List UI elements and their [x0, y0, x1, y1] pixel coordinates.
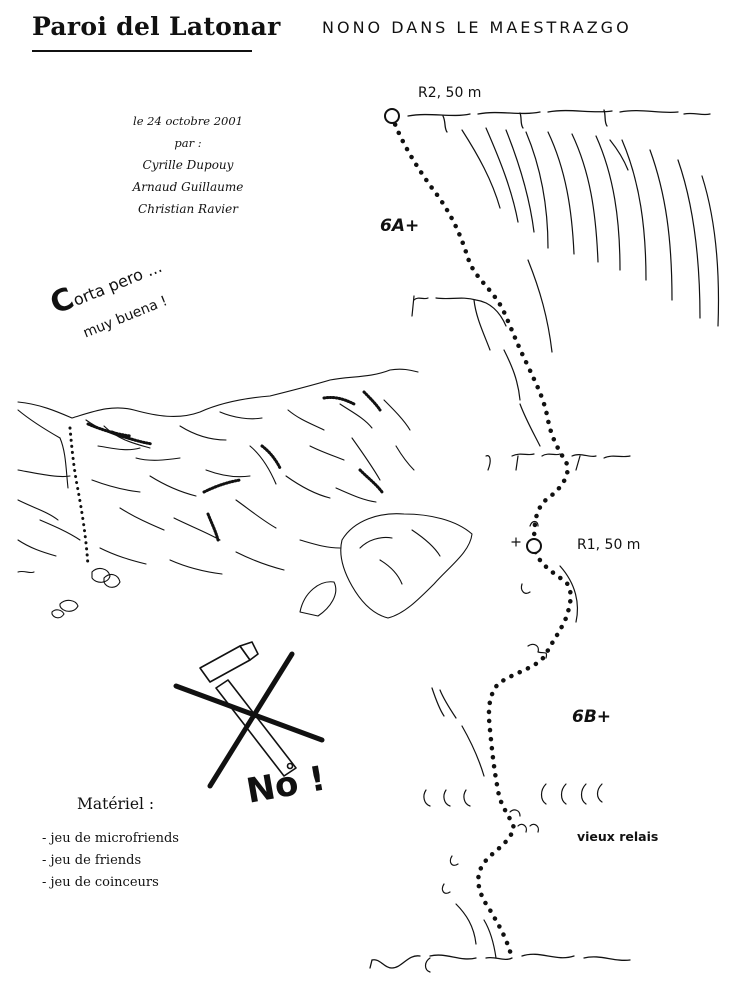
credits-block: le 24 octobre 2001 par : Cyrille Dupouy … [108, 110, 268, 220]
route-line [389, 113, 573, 961]
grade-lower-pitch: 6B+ [572, 707, 612, 727]
upper-roof-lines [407, 109, 711, 133]
relay-r1-label: R1, 50 m [577, 537, 641, 553]
page-title: Paroi del Latonar [32, 12, 281, 41]
cliff-panorama [17, 368, 473, 619]
credits-date: le 24 octobre 2001 [133, 114, 243, 128]
old-relay-label: vieux relais [577, 829, 659, 844]
lower-wall-features [423, 520, 603, 973]
equipment-item: - jeu de friends [42, 853, 142, 868]
ground-line [369, 953, 631, 969]
crossed-out-hammer-icon [173, 641, 325, 789]
relay-r2-label: R2, 50 m [418, 85, 482, 101]
mid-wall-features [411, 295, 631, 471]
credits-name: Christian Ravier [138, 202, 238, 216]
credits-name: Arnaud Guillaume [132, 180, 244, 194]
equipment-list: - jeu de microfriends - jeu de friends -… [42, 828, 179, 894]
grade-upper-pitch: 6A+ [380, 216, 420, 236]
credits-par: par : [174, 136, 202, 150]
page-subtitle: NONO DANS LE MAESTRAZGO [322, 18, 632, 37]
equipment-item: - jeu de microfriends [42, 831, 179, 846]
equipment-title: Matériel : [77, 795, 155, 813]
upper-rock-arcs [461, 127, 720, 353]
title-underline [32, 50, 252, 52]
credits-name: Cyrille Dupouy [142, 158, 234, 172]
relay-r2-marker [384, 108, 400, 124]
relay-r1-marker [526, 538, 542, 554]
equipment-item: - jeu de coinceurs [42, 875, 159, 890]
